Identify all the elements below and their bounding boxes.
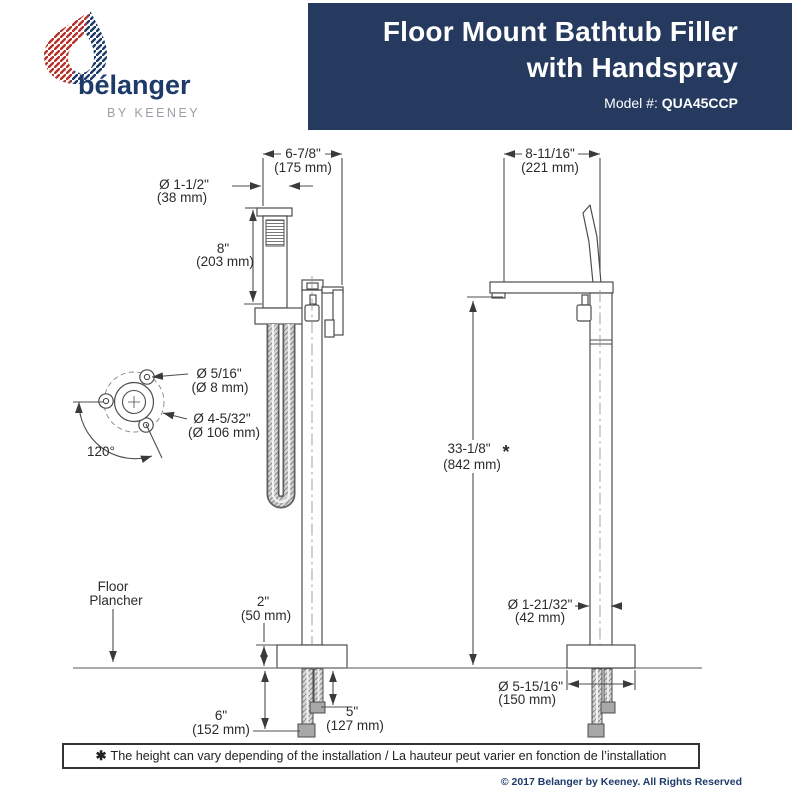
dim-flange-hole-in: Ø 5/16" [196, 366, 242, 381]
base-side [566, 644, 636, 669]
dim-side-top-depth [503, 150, 601, 287]
floor-label-en: Floor [98, 579, 129, 594]
dim-handspray-diameter-in: Ø 1-1/2" [159, 177, 209, 192]
footnote-text: The height can vary depending of the ins… [110, 749, 667, 763]
riser-column-front [301, 276, 344, 667]
dim-base-diameter-mm: (150 mm) [498, 692, 556, 707]
height-note-mark: * [502, 442, 509, 462]
installation-footnote: ✱ The height can vary depending of the i… [62, 743, 700, 769]
dim-overall-height-mm: (842 mm) [443, 457, 501, 472]
brand-name: bélanger [78, 70, 191, 100]
dim-pipe-diameter-in: Ø 1-21/32" [508, 597, 573, 612]
dim-handspray-length-in: 8" [217, 241, 230, 256]
dim-handspray-diameter-mm: (38 mm) [157, 190, 207, 205]
model-number: Model #: QUA45CCP [318, 95, 738, 111]
dim-base-height-mm: (50 mm) [241, 608, 291, 623]
dim-supply-long-in: 6" [215, 708, 228, 723]
riser-column-side [589, 292, 613, 646]
footnote-asterisk: ✱ [95, 748, 107, 763]
handle-lever [582, 204, 602, 284]
title-banner: Floor Mount Bathtub Filler with Handspra… [308, 3, 792, 130]
front-view: 6-7/8" (175 mm) Ø 1-1/2" (38 mm) 8" (203… [89, 146, 384, 738]
dim-supply-short-in: 5" [346, 704, 359, 719]
page-title-line1: Floor Mount Bathtub Filler [382, 16, 738, 47]
side-view: 8-11/16" (221 mm) 33-1/8" [436, 146, 636, 738]
dim-handspray-length [244, 207, 262, 305]
dim-base-diameter-in: Ø 5-15/16" [498, 679, 563, 694]
floor-label-fr: Plancher [89, 593, 143, 608]
dim-supply-long [253, 671, 300, 732]
supply-hoses-side [587, 668, 616, 738]
model-label: Model #: [604, 95, 658, 111]
copyright-notice: © 2017 Belanger by Keeney. All Rights Re… [500, 776, 742, 788]
brand-logo: bélanger BY KEENEY [0, 0, 300, 135]
dim-pipe-diameter-mm: (42 mm) [515, 610, 565, 625]
base-front [276, 644, 348, 669]
dim-base-height-in: 2" [257, 594, 270, 609]
dim-supply-short [321, 671, 348, 708]
handspray-wand [256, 207, 293, 309]
spout-front [332, 289, 344, 336]
dim-front-top-width-mm: (175 mm) [274, 160, 332, 175]
dim-front-top-width [262, 150, 343, 285]
dim-flange-hole-mm: (Ø 8 mm) [192, 380, 249, 395]
dim-side-top-depth-in: 8-11/16" [525, 146, 575, 161]
handspray-holder [254, 307, 304, 325]
dim-flange-diameter-in: Ø 4-5/32" [193, 411, 251, 426]
dim-overall-height-in: 33-1/8" [447, 441, 490, 456]
faucet-side [489, 204, 614, 667]
flange-leaders [73, 372, 189, 463]
dim-overall-height [467, 296, 503, 665]
model-value: QUA45CCP [661, 95, 738, 111]
brand-subname: BY KEENEY [107, 106, 201, 120]
aerator [491, 292, 506, 299]
flange-angle-label: 120° [87, 444, 115, 459]
diverter-knob-side [576, 304, 592, 322]
dim-base-height [256, 623, 277, 666]
dim-supply-long-mm: (152 mm) [192, 722, 250, 737]
flange-detail: Ø 5/16" (Ø 8 mm) Ø 4-5/32" (Ø 106 mm) 12… [73, 366, 260, 463]
handspray-hose [266, 324, 296, 509]
dim-base-diameter [566, 670, 636, 690]
dim-front-top-width-in: 6-7/8" [285, 146, 321, 161]
dim-flange-diameter-mm: (Ø 106 mm) [188, 425, 260, 440]
dim-supply-short-mm: (127 mm) [326, 718, 384, 733]
spout-arm [489, 281, 614, 294]
dim-side-top-depth-mm: (221 mm) [521, 160, 579, 175]
supply-hoses-front [297, 668, 326, 738]
page-title-line2: with Handspray [526, 52, 738, 83]
teardrop-logo-icon [44, 10, 107, 84]
dim-handspray-length-mm: (203 mm) [196, 254, 254, 269]
